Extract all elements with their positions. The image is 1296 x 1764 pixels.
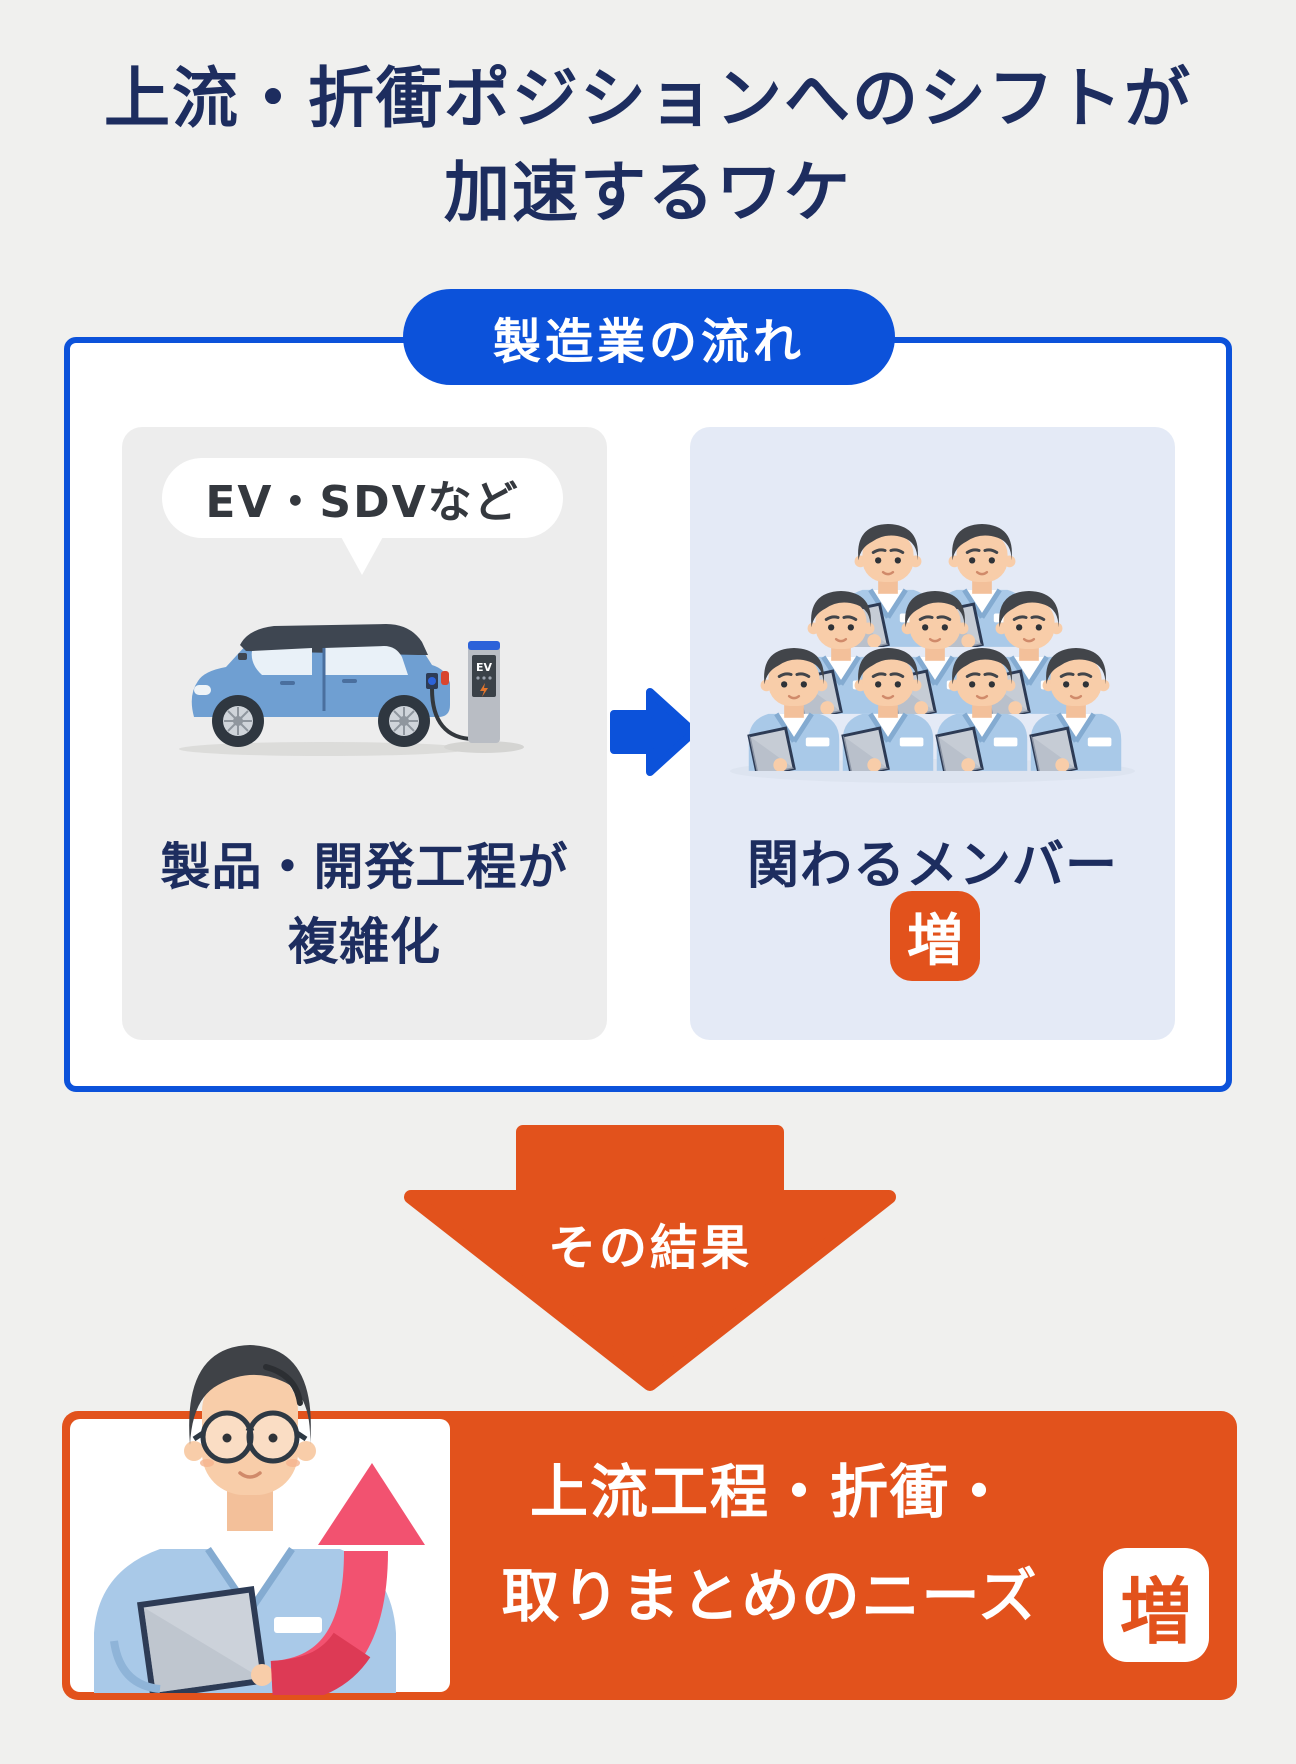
rear-wheel [378, 695, 430, 747]
banner-text: 上流工程・折衝・ 取りまとめのニーズ [450, 1440, 1090, 1648]
panel-product-complexity: EV・SDVなど [122, 427, 607, 1040]
banner-line2: 取りまとめのニーズ [501, 1562, 1039, 1630]
arrow-right-icon [610, 688, 698, 776]
page-title: 上流・折衝ポジションへのシフトが 加速するワケ [0, 52, 1296, 240]
ev-charger: EV [468, 641, 500, 743]
ev-car-charging-illustration: EV [179, 624, 524, 756]
right-panel-caption: 関わるメンバー [746, 836, 1118, 896]
panel-members-increase: 関わるメンバー 増 [690, 427, 1175, 1040]
arrow-down-icon [404, 1125, 896, 1391]
left-caption-line1: 製品・開発工程が [160, 838, 569, 896]
flow-box-label: 製造業の流れ [403, 289, 895, 385]
speech-bubble: EV・SDVなど [162, 458, 563, 538]
page-title-line2: 加速するワケ [444, 154, 852, 231]
front-wheel [212, 695, 264, 747]
banner-increase-badge: 増 [1103, 1548, 1209, 1662]
increase-badge: 増 [890, 891, 980, 981]
result-arrow-label: その結果 [547, 1220, 752, 1276]
speech-bubble-tail [340, 535, 384, 575]
page-title-line1: 上流・折衝ポジションへのシフトが [104, 60, 1192, 137]
worker-icon [1017, 641, 1135, 771]
banner-line1: 上流工程・折衝・ [529, 1458, 1010, 1526]
rising-arrow-icon [269, 1463, 425, 1695]
left-panel-caption: 製品・開発工程が 複雑化 [122, 830, 607, 980]
charger-label: EV [476, 661, 493, 674]
left-caption-line2: 複雑化 [288, 913, 441, 971]
